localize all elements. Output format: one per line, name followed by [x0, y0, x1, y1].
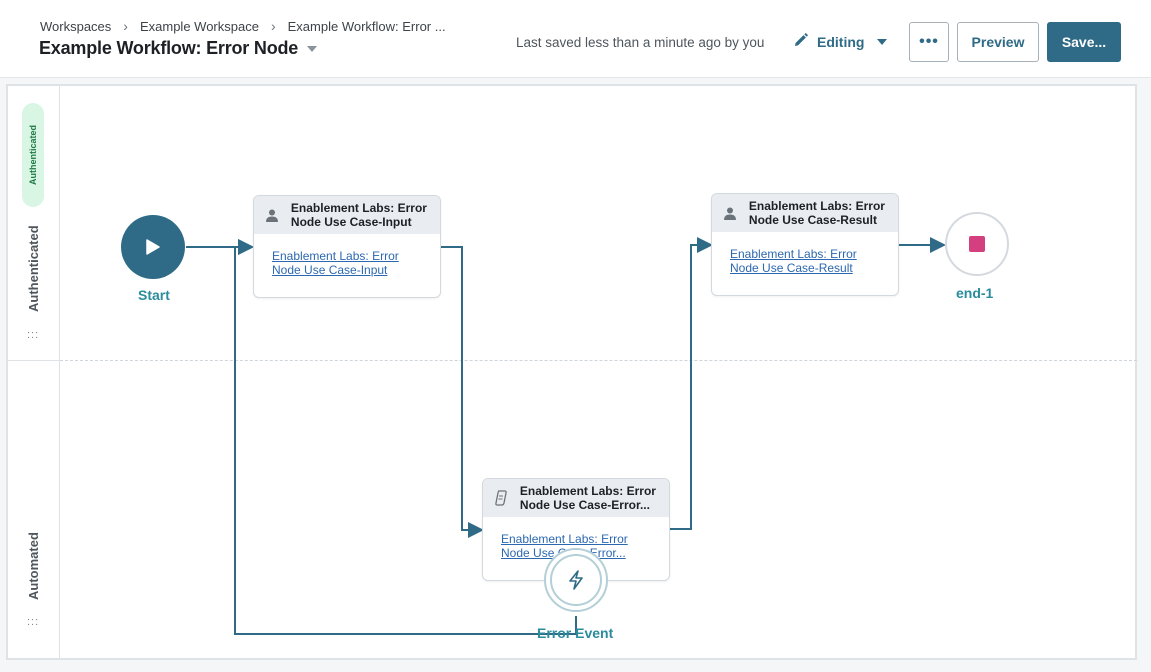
- end-node-label: end-1: [956, 285, 994, 301]
- stop-icon: [969, 236, 985, 252]
- lane-divider: [8, 360, 60, 361]
- breadcrumb: Workspaces › Example Workspace › Example…: [40, 18, 446, 34]
- preview-button[interactable]: Preview: [957, 22, 1039, 62]
- task-node-header: Enablement Labs: Error Node Use Case-Res…: [712, 194, 898, 232]
- task-node-link[interactable]: Enablement Labs: Error Node Use Case-Inp…: [272, 249, 399, 277]
- task-node-result[interactable]: Enablement Labs: Error Node Use Case-Res…: [711, 193, 899, 296]
- lightning-icon: [569, 570, 583, 590]
- page-title: Example Workflow: Error Node: [39, 38, 299, 58]
- authenticated-badge: Authenticated: [22, 103, 44, 207]
- save-status: Last saved less than a minute ago by you: [516, 35, 765, 50]
- edge-error-event-to-input: [234, 239, 577, 635]
- chevron-right-icon: ›: [270, 18, 276, 34]
- caret-down-icon[interactable]: [307, 45, 318, 52]
- task-node-header: Enablement Labs: Error Node Use Case-Err…: [483, 479, 669, 517]
- play-icon: [146, 239, 160, 255]
- lane-drag-handle-icon[interactable]: :::: [27, 616, 40, 628]
- error-event-label: Error Event: [537, 625, 614, 641]
- edge-error-task-to-result: [670, 237, 713, 530]
- error-event-node[interactable]: [544, 548, 608, 612]
- title-row[interactable]: Example Workflow: Error Node: [39, 38, 318, 59]
- task-node-input[interactable]: Enablement Labs: Error Node Use Case-Inp…: [253, 195, 441, 298]
- start-node[interactable]: [121, 215, 185, 279]
- pencil-icon: [794, 33, 808, 50]
- edges-layer: [186, 237, 946, 635]
- task-node-link[interactable]: Enablement Labs: Error Node Use Case-Res…: [730, 247, 857, 275]
- start-node-label: Start: [138, 287, 170, 303]
- task-node-title: Enablement Labs: Error Node Use Case-Res…: [748, 199, 885, 227]
- save-button[interactable]: Save...: [1047, 22, 1121, 62]
- breadcrumb-workspace[interactable]: Example Workspace: [139, 18, 259, 34]
- more-options-button[interactable]: •••: [909, 22, 949, 62]
- breadcrumb-workspaces[interactable]: Workspaces: [40, 18, 112, 34]
- edge-input-to-error-task: [441, 246, 484, 538]
- app-header: Workspaces › Example Workspace › Example…: [0, 0, 1151, 78]
- person-icon: [264, 207, 280, 223]
- task-node-header: Enablement Labs: Error Node Use Case-Inp…: [254, 196, 440, 234]
- caret-down-icon: [877, 38, 888, 45]
- end-node[interactable]: [945, 212, 1009, 276]
- mode-label: Editing: [817, 33, 865, 50]
- task-node-title: Enablement Labs: Error Node Use Case-Inp…: [290, 201, 427, 229]
- workflow-canvas[interactable]: Authenticated Authenticated ::: Automate…: [6, 84, 1137, 660]
- lane-separator: [60, 360, 1137, 361]
- mode-dropdown[interactable]: Editing: [794, 33, 888, 50]
- script-icon: [493, 490, 509, 506]
- lane-label-column: Authenticated Authenticated ::: Automate…: [8, 86, 60, 658]
- task-node-title: Enablement Labs: Error Node Use Case-Err…: [519, 484, 656, 512]
- breadcrumb-workflow[interactable]: Example Workflow: Error ...: [287, 18, 446, 34]
- person-icon: [722, 205, 738, 221]
- chevron-right-icon: ›: [123, 18, 128, 34]
- lane-drag-handle-icon[interactable]: :::: [27, 329, 40, 341]
